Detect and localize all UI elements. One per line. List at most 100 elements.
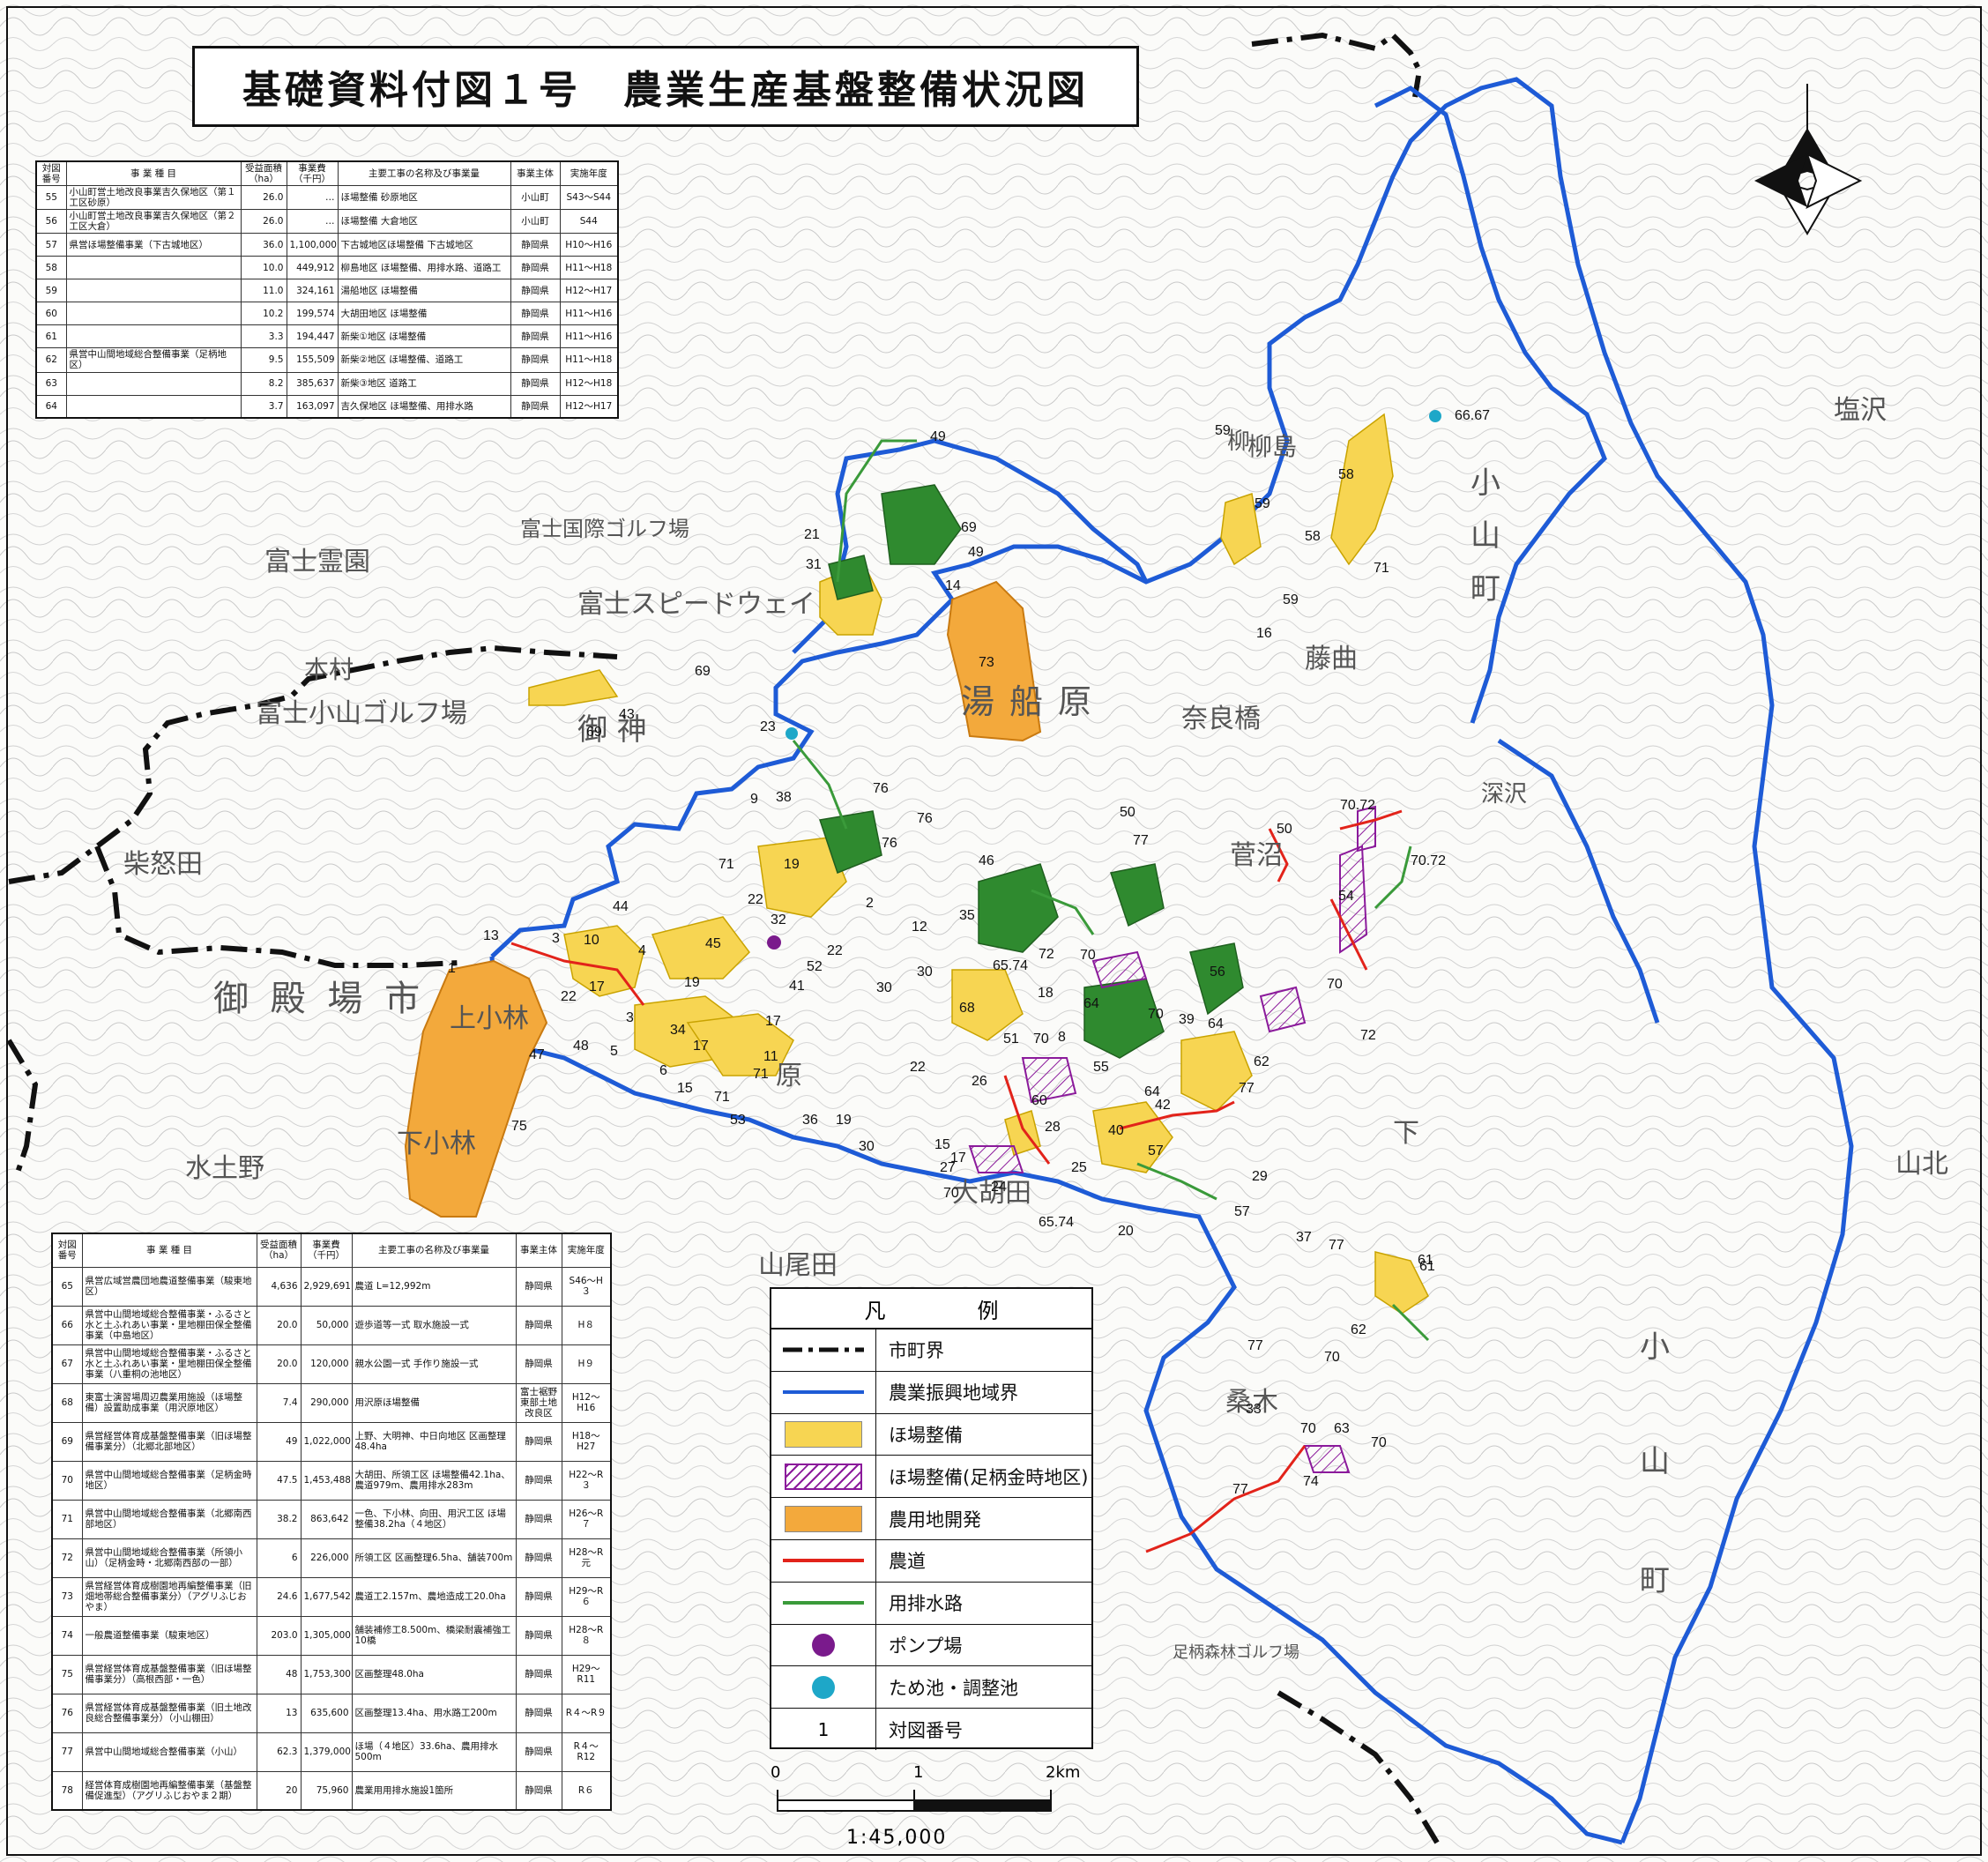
table-cell-no: 68 xyxy=(51,1382,83,1423)
area-number-label: 77 xyxy=(1232,1482,1248,1497)
area-number-label: 27 xyxy=(940,1160,956,1175)
area-number-label: 21 xyxy=(804,527,820,542)
farm-roads xyxy=(510,809,1403,1553)
place-label: 桑木 xyxy=(1225,1387,1278,1418)
area-number-label: 50 xyxy=(1277,822,1292,837)
area-number-label: 10 xyxy=(584,933,599,948)
table-cell-cost: 449,912 xyxy=(286,256,339,280)
farmland-development-73 xyxy=(946,580,1042,742)
legend-label: ポンプ場 xyxy=(889,1635,963,1657)
table-cell-cost: … xyxy=(286,209,339,235)
legend-symbol xyxy=(771,1371,876,1413)
agri-zone-boundary-northeast xyxy=(1374,86,1607,724)
area-number-label: 49 xyxy=(930,429,946,444)
table-cell-year: H11～H18 xyxy=(559,256,619,280)
table-cell-entity: 静岡県 xyxy=(510,279,561,303)
legend-label: 用排水路 xyxy=(889,1593,963,1615)
area-number-label: 22 xyxy=(827,943,843,958)
table-cell-name xyxy=(65,394,242,419)
area-number-label: 70 xyxy=(1033,1032,1049,1046)
table-cell-entity: 静岡県 xyxy=(515,1421,562,1462)
area-number-label: 25 xyxy=(1071,1160,1087,1175)
table-cell-entity: 静岡県 xyxy=(515,1538,562,1578)
area-number-label: 76 xyxy=(873,781,889,796)
table-cell-no: 76 xyxy=(51,1693,83,1733)
col-header: 事業費（千円） xyxy=(300,1233,353,1268)
table-cell-name: 小山町営土地改良事業吉久保地区（第２工区大倉） xyxy=(65,209,242,235)
legend-symbol xyxy=(771,1329,876,1371)
table-cell-cost: 50,000 xyxy=(300,1305,353,1345)
area-number-label: 36 xyxy=(802,1113,818,1128)
area-number-label: 14 xyxy=(945,578,961,593)
area-number-label: 52 xyxy=(807,959,823,974)
place-label: 船 xyxy=(1009,682,1044,721)
table-cell-cost: 226,000 xyxy=(300,1538,353,1578)
table-cell-entity: 静岡県 xyxy=(515,1693,562,1733)
table-cell-no: 65 xyxy=(51,1266,83,1307)
north-arrow xyxy=(1754,84,1863,235)
area-number-label: 60 xyxy=(1031,1093,1047,1108)
area-number-label: 70 xyxy=(1327,977,1343,992)
table-cell-year: H12～H16 xyxy=(561,1382,612,1423)
table-cell-name: 県営ほ場整備事業（下古城地区） xyxy=(65,233,242,257)
area-number-label: 44 xyxy=(613,899,629,914)
municipal-boundary-west xyxy=(8,644,618,884)
area-number-label: 57 xyxy=(1234,1204,1250,1219)
table-cell-name: 県営中山間地域総合整備事業・ふるさと水と土ふれあい事業・里地棚田保全整備事業（中… xyxy=(81,1305,257,1345)
table-cell-entity: 静岡県 xyxy=(510,256,561,280)
legend-item: 農業振興地域界 xyxy=(771,1371,1091,1414)
area-number-label: 6 xyxy=(659,1063,667,1078)
area-number-label: 71 xyxy=(1374,561,1389,576)
legend-item: 農用地開発 xyxy=(771,1498,1091,1540)
table-cell-cost: 385,637 xyxy=(286,371,339,396)
map-frame xyxy=(6,6,1982,1856)
table-cell-name xyxy=(65,302,242,326)
table-cell-name: 県営経営体育成基盤整備事業（旧ほ場整備事業分）（高根西部・一色） xyxy=(81,1654,257,1694)
area-number-label: 40 xyxy=(1108,1123,1124,1138)
table-cell-no: 55 xyxy=(35,185,67,211)
area-number-label: 70 xyxy=(943,1186,959,1201)
area-number-label: 71 xyxy=(719,857,734,872)
place-label: 上小林 xyxy=(450,1003,529,1034)
table-cell-name: 県営中山間地域総合整備事業・ふるさと水と土ふれあい事業・里地棚田保全整備事業（八… xyxy=(81,1344,257,1384)
place-label: 大胡田 xyxy=(952,1178,1031,1209)
place-label: 町 xyxy=(1471,571,1500,607)
col-header: 受益面積（ha） xyxy=(256,1233,302,1268)
table-header-row: 対図番号 事 業 種 目 受益面積（ha） 事業費（千円） 主要工事の名称及び事… xyxy=(35,160,619,187)
table-cell-entity: 静岡県 xyxy=(510,394,561,419)
table-cell-name: 県営経営体育成基盤整備事業（旧土地改良総合整備事業分）（小山棚田） xyxy=(81,1693,257,1733)
table-cell-entity: 静岡県 xyxy=(515,1344,562,1384)
table-cell-no: 75 xyxy=(51,1654,83,1694)
table-cell-name: 一般農道整備事業（駿東地区） xyxy=(81,1615,257,1656)
table-cell-entity: 静岡県 xyxy=(510,347,561,373)
table-cell-cost: 194,447 xyxy=(286,324,339,349)
table-cell-cost: 863,642 xyxy=(300,1499,353,1539)
table-cell-entity: 静岡県 xyxy=(515,1615,562,1656)
table-cell-cost: 1,753,300 xyxy=(300,1654,353,1694)
table-cell-cost: 324,161 xyxy=(286,279,339,303)
table-cell-area: 49 xyxy=(256,1421,302,1462)
col-header: 実施年度 xyxy=(559,160,619,187)
table-cell-work: 親水公園一式 手作り施設一式 xyxy=(351,1344,517,1384)
area-number-label: 5 xyxy=(610,1044,618,1059)
area-number-label: 62 xyxy=(1254,1054,1269,1069)
place-label: 山 xyxy=(1471,518,1500,554)
table-cell-entity: 静岡県 xyxy=(515,1460,562,1501)
area-number-label: 68 xyxy=(959,1001,975,1016)
table-cell-year: H11～H16 xyxy=(559,324,619,349)
table-cell-cost: 1,379,000 xyxy=(300,1732,353,1772)
scale-tick-label: 2km xyxy=(1046,1763,1081,1782)
place-label: 町 xyxy=(1640,1563,1670,1598)
place-label: 山 xyxy=(1640,1444,1670,1479)
area-number-label: 19 xyxy=(836,1113,852,1128)
table-cell-work: 一色、下小林、向田、用沢工区 ほ場整備38.2ha（４地区） xyxy=(351,1499,517,1539)
table-cell-no: 64 xyxy=(35,394,67,419)
legend-symbol xyxy=(771,1456,876,1498)
legend-item: ほ場整備 xyxy=(771,1413,1091,1456)
table-cell-name: 県営広域営農団地農道整備事業（駿東地区） xyxy=(81,1266,257,1307)
table-cell-work: 区画整理48.0ha xyxy=(351,1654,517,1694)
